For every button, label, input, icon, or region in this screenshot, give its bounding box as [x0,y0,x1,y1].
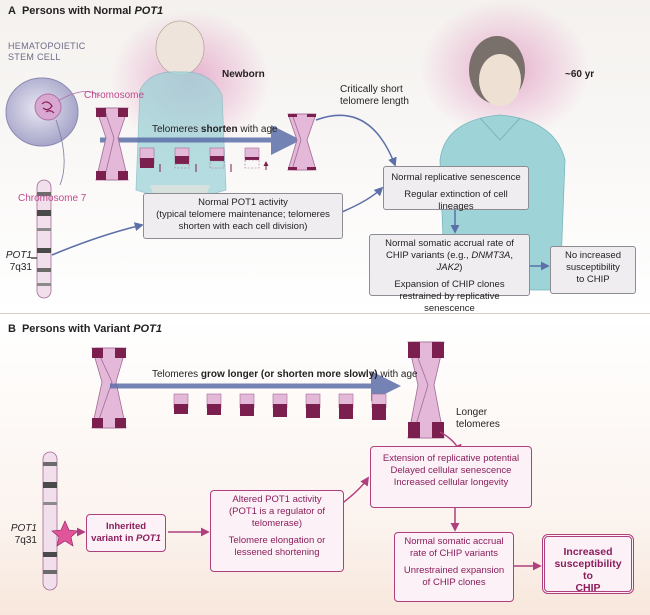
telomere-caption-a: Telomeres shorten with age [152,124,278,136]
activity-line-3: shorten with each cell division) [178,221,308,232]
chromosome-7-a [31,179,52,299]
box-altered-pot1-activity: Altered POT1 activity (POT1 is a regulat… [210,490,344,572]
arrow-to-senescence-a [315,114,397,167]
chip-a-line-2a: CHIP variants (e.g., [385,250,472,261]
telomere-caption-b-1: Telomeres [152,369,201,380]
age-label: ~60 yr [565,69,595,80]
panel-a-title-gene: POT1 [134,5,164,17]
longer-telomeres-label-2: telomeres [456,419,500,430]
panel-b-title: B Persons with Variant POT1 [8,323,162,335]
extension-line-3: Increased cellular longevity [393,477,509,488]
extension-line-2: Delayed cellular senescence [390,465,512,476]
outcome-b-line-1: Increased [563,546,613,558]
altered-line-4: Telomere elongation or [228,535,326,546]
stem-cell-icon [5,77,101,186]
box-normal-senescence: Normal replicative senescence Regular ex… [383,166,529,212]
inherited-line-1: Inherited [105,521,147,532]
panel-b-title-prefix: Persons with Variant [21,323,131,335]
gene-label-b-text: POT1 [10,523,37,534]
box-no-increased-susceptibility: No increased susceptibility to CHIP [550,246,636,294]
altered-line-3: telomerase) [251,518,303,529]
altered-line-2: (POT1 is a regulator of [228,506,326,517]
telomere-caption-b: Telomeres grow longer (or shorten more s… [152,369,418,381]
chip-b-line-2: rate of CHIP variants [409,548,498,559]
panel-b-title-gene: POT1 [133,323,162,335]
box-extension-replicative-potential: Extension of replicative potential Delay… [370,446,532,508]
gene-label-a-text: POT1 [5,250,32,261]
panel-a-title-prefix: Persons with Normal [21,5,132,17]
inherited-line-2a: variant in [91,533,137,544]
chip-a-line-1: Normal somatic accrual rate of [385,238,514,249]
chromosome-x-left-a [95,107,129,181]
chip-a-line-2c: , [510,250,514,261]
box-variant-chip-accrual: Normal somatic accrual rate of CHIP vari… [394,532,514,602]
chromosome-7-label: Chromosome 7 [18,193,87,204]
box-increased-susceptibility: Increased susceptibility to CHIP [542,534,634,594]
telomere-arms-a [139,147,266,172]
chip-a-line-2e: ) [459,262,463,273]
panel-a-letter: A [8,5,16,17]
arrow-altered-to-extension-b [339,476,369,506]
stem-cell-label-2: STEM CELL [8,52,61,62]
telomere-caption-a-1: Telomeres [152,124,201,135]
inherited-line-2b: POT1 [136,533,161,544]
chip-a-line-4: restrained by replicative senescence [399,291,500,314]
chip-b-line-3: Unrestrained expansion [403,565,505,576]
chromosome-label: Chromosome [84,90,145,101]
chip-a-line-2b: DNMT3A [471,250,511,261]
chromosome-7-b [42,451,79,591]
outcome-a-line-2: susceptibility [566,262,620,273]
locus-label-a: 7q31 [9,262,32,273]
senescence-line-2: Regular extinction of cell lineages [404,189,508,212]
newborn-label: Newborn [222,69,265,80]
newborn-figure [110,10,270,211]
arrow-chr7-to-activity-a [51,222,144,256]
senescence-line-1: Normal replicative senescence [391,172,521,183]
outcome-a-line-3: to CHIP [576,274,610,285]
outcome-a-line-1: No increased [565,250,621,261]
box-normal-pot1-activity: Normal POT1 activity (typical telomere m… [143,193,343,239]
telomere-caption-a-2: shorten [200,124,238,135]
box-inherited-variant: Inherited variant in POT1 [86,514,166,552]
chromosome-x-right-b [407,341,445,439]
short-telomere-label-1: Critically short [340,84,403,95]
panel-a-title: A Persons with Normal POT1 [8,5,163,17]
longer-telomeres-label-1: Longer [456,407,488,418]
telomere-caption-a-3: with age [237,124,278,135]
altered-line-1: Altered POT1 activity [232,494,322,505]
activity-line-1: Normal POT1 activity [198,197,288,208]
chip-a-line-2d: JAK2 [436,262,460,273]
gene-label-a: POT1 [2,250,32,262]
telomere-arms-b [173,393,387,420]
arrow-activity-to-senescence-a [341,186,384,213]
activity-line-2: (typical telomere maintenance; telomeres [156,209,330,220]
chip-b-line-4: of CHIP clones [422,577,486,588]
altered-line-5: lessened shortening [234,547,320,558]
chip-a-line-3: Expansion of CHIP clones [394,279,505,290]
short-telomere-label-2: telomere length [340,96,409,107]
box-normal-chip-accrual: Normal somatic accrual rate of CHIP vari… [369,234,530,314]
telomere-caption-b-3: with age [377,369,418,380]
extension-line-1: Extension of replicative potential [382,453,520,464]
gene-label-b: POT1 [2,523,37,535]
locus-label-b: 7q31 [14,535,37,546]
outcome-b-line-3: CHIP [575,582,601,594]
chromosome-x-right-a [287,113,317,171]
panel-b-letter: B [8,323,16,335]
chip-b-line-1: Normal somatic accrual [404,536,504,547]
stem-cell-label-1: HEMATOPOIETIC [8,41,86,51]
outcome-b-line-2: susceptibility to [554,558,622,582]
telomere-caption-b-2: grow longer (or shorten more slowly) [200,369,378,380]
panel-divider [0,313,650,314]
